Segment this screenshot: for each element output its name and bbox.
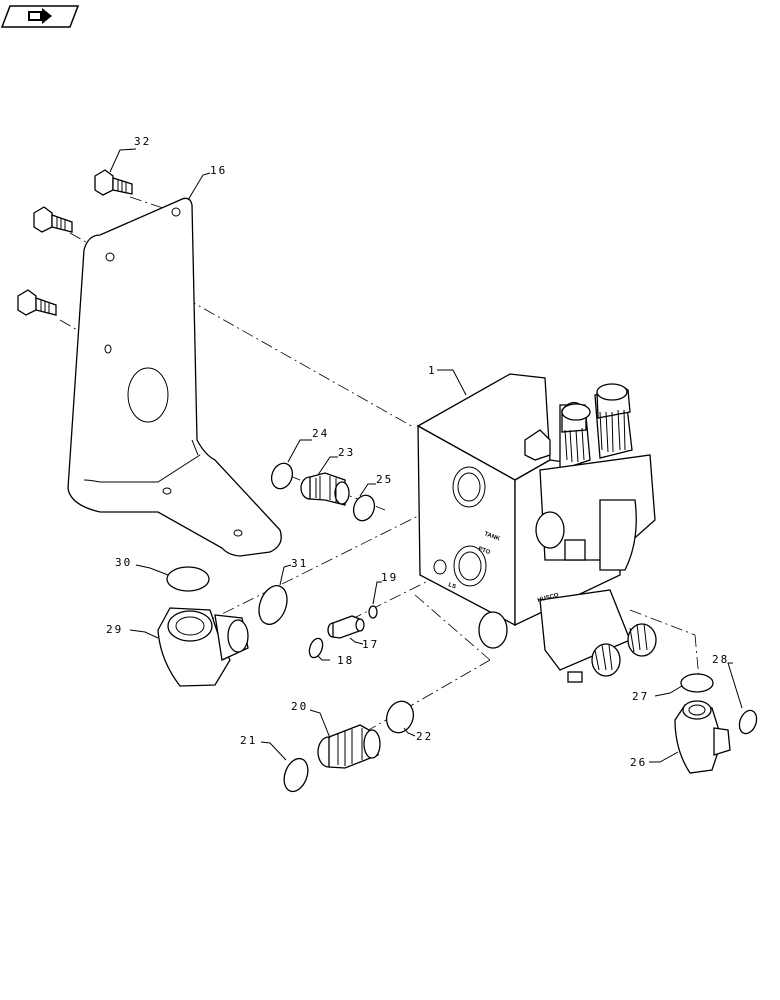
label-16: 16 bbox=[210, 164, 227, 177]
label-19: 19 bbox=[381, 571, 398, 584]
label-26: 26 bbox=[630, 756, 647, 769]
port-label-ls: LS bbox=[447, 582, 456, 590]
label-29: 29 bbox=[106, 623, 123, 636]
label-25: 25 bbox=[376, 473, 393, 486]
port-label-tank: TANK bbox=[483, 531, 501, 542]
label-20: 20 bbox=[291, 700, 308, 713]
port-label-pto: PTO bbox=[477, 546, 491, 556]
o-ring bbox=[270, 462, 294, 490]
label-31: 31 bbox=[291, 557, 308, 570]
label-18: 18 bbox=[337, 654, 354, 667]
o-ring bbox=[283, 757, 309, 793]
bolt bbox=[33, 206, 73, 233]
elbow-fitting bbox=[674, 700, 731, 774]
label-28: 28 bbox=[712, 653, 729, 666]
bolt bbox=[17, 289, 57, 316]
label-21: 21 bbox=[240, 734, 257, 747]
label-22: 22 bbox=[416, 730, 433, 743]
label-1: 1 bbox=[428, 364, 437, 377]
o-ring bbox=[352, 494, 376, 522]
bolt bbox=[94, 169, 133, 196]
small-fitting bbox=[327, 615, 365, 639]
o-ring bbox=[368, 605, 378, 619]
label-32: 32 bbox=[134, 135, 151, 148]
part-labels: 1 16 17 18 19 20 21 22 23 24 25 26 27 28… bbox=[106, 135, 729, 769]
hydraulic-valve-block: TANK PTO LS HUSCO bbox=[416, 373, 657, 683]
mounting-bracket bbox=[67, 197, 282, 557]
return-arrow-icon[interactable] bbox=[0, 5, 80, 28]
o-ring bbox=[738, 709, 758, 735]
o-ring bbox=[308, 637, 324, 659]
label-23: 23 bbox=[338, 446, 355, 459]
adapter-fitting bbox=[317, 724, 381, 769]
label-24: 24 bbox=[312, 427, 329, 440]
label-30: 30 bbox=[115, 556, 132, 569]
elbow-fitting bbox=[157, 607, 249, 687]
brand-label: HUSCO bbox=[537, 592, 560, 603]
leader-lines bbox=[109, 148, 743, 763]
label-17: 17 bbox=[362, 638, 379, 651]
straight-fitting bbox=[300, 472, 350, 506]
o-ring bbox=[680, 673, 714, 693]
o-ring bbox=[385, 700, 415, 734]
o-ring bbox=[258, 585, 288, 625]
o-ring bbox=[166, 566, 210, 592]
label-27: 27 bbox=[632, 690, 649, 703]
